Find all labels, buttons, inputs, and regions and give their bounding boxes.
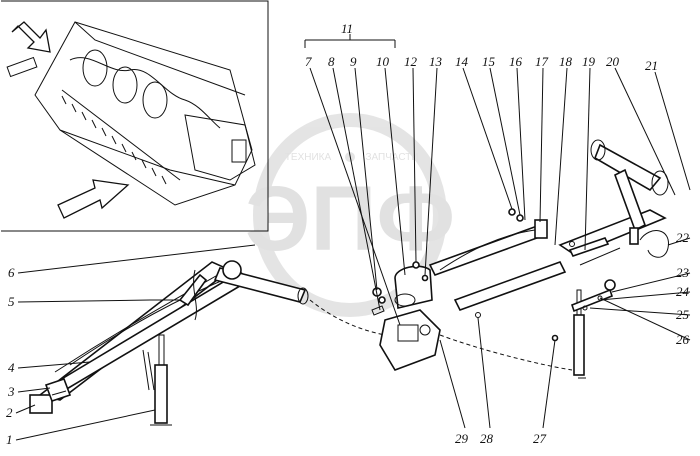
callout-21: 21 [645, 58, 658, 73]
watermark-caption-left: ТЕХНИКА [285, 152, 332, 163]
callout-11: 11 [341, 21, 353, 36]
callout-9: 9 [350, 54, 357, 69]
callout-20: 20 [606, 54, 620, 69]
callout-6: 6 [8, 265, 15, 280]
watermark-logo: ЭПФ ТЕХНИКА ЗАПЧАСТИ [245, 113, 455, 317]
callout-16: 16 [509, 54, 523, 69]
callout-27: 27 [533, 431, 547, 446]
callout-4: 4 [8, 360, 15, 375]
left-mount-assembly [29, 260, 309, 426]
callout-23: 23 [676, 265, 690, 280]
callout-labels: 1 2 3 4 5 6 7 8 9 10 11 12 13 14 15 16 1… [6, 21, 690, 447]
watermark-caption-right: ЗАПЧАСТИ [365, 152, 418, 163]
callout-2: 2 [6, 405, 13, 420]
callout-29: 29 [455, 431, 469, 446]
center-hitch-assembly [309, 261, 441, 371]
callout-25: 25 [676, 307, 690, 322]
callout-22: 22 [676, 230, 690, 245]
callout-12: 12 [404, 54, 418, 69]
callout-15: 15 [482, 54, 496, 69]
callout-7: 7 [305, 54, 312, 69]
callout-13: 13 [429, 54, 443, 69]
callout-17: 17 [535, 54, 549, 69]
right-frame-assembly [428, 139, 669, 379]
callout-5: 5 [8, 294, 15, 309]
callout-8: 8 [328, 54, 335, 69]
inset-overview [1, 0, 269, 232]
watermark-logo-text: ЭПФ [245, 168, 455, 270]
callout-19: 19 [582, 54, 596, 69]
callout-14: 14 [455, 54, 469, 69]
callout-18: 18 [559, 54, 573, 69]
pointer-arrow-icon [57, 179, 130, 219]
callout-10: 10 [376, 54, 390, 69]
leader-lines [15, 34, 691, 441]
pointer-arrow-icon [11, 21, 51, 53]
callout-26: 26 [676, 332, 690, 347]
callout-3: 3 [7, 384, 15, 399]
callout-24: 24 [676, 284, 690, 299]
callout-1: 1 [6, 432, 13, 447]
callout-28: 28 [480, 431, 494, 446]
